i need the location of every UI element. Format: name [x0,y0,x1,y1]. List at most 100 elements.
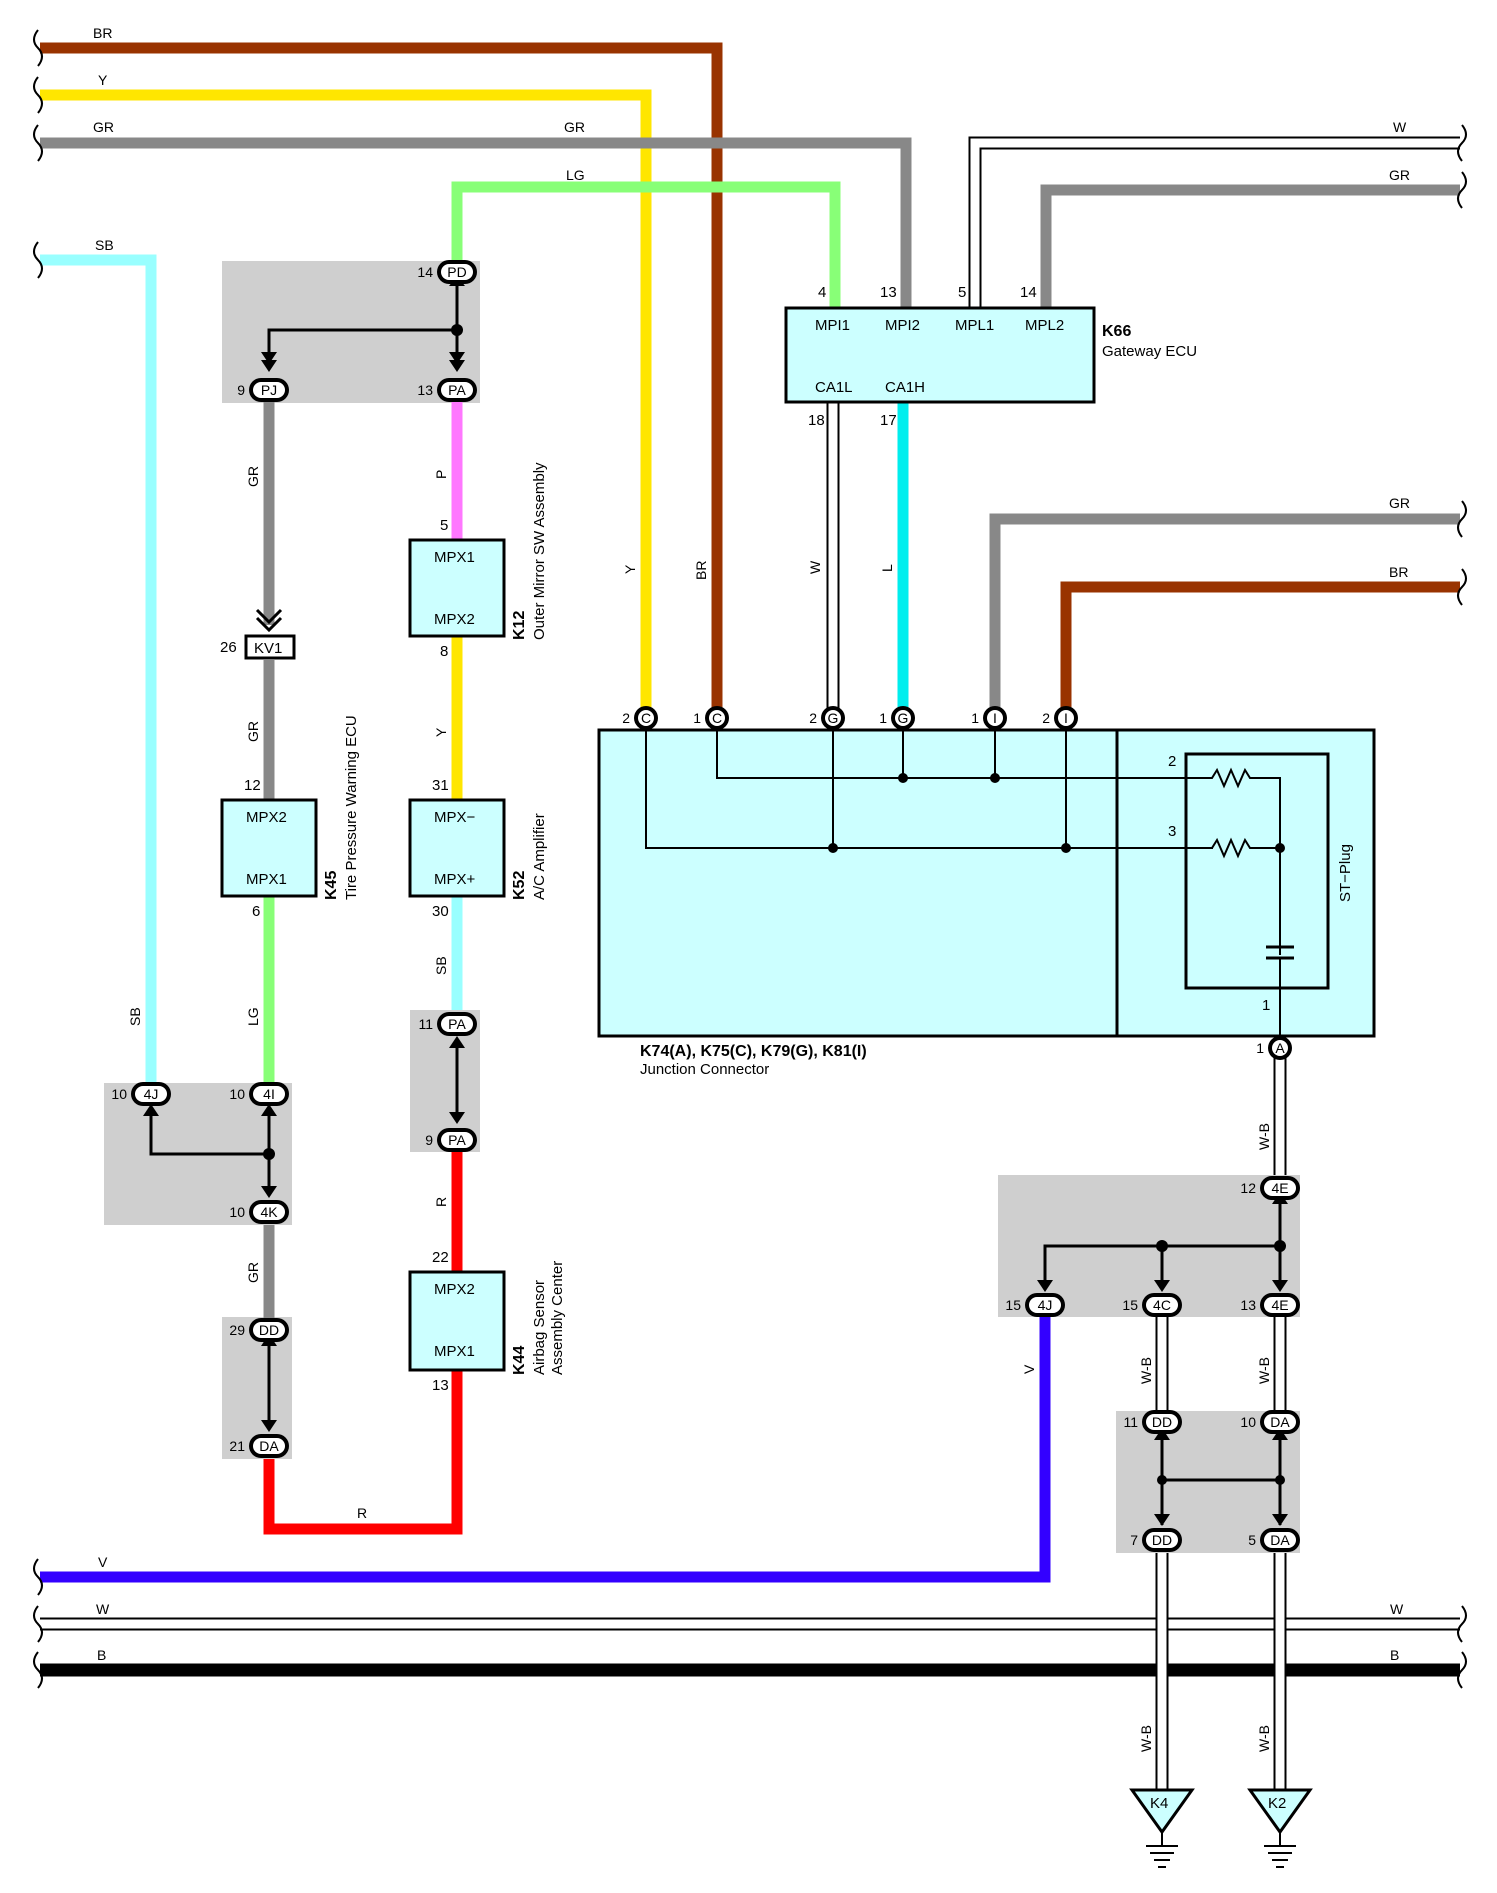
wl-v-lg: LG [245,1007,261,1026]
k45-pin-label-mpx1: MPX1 [246,871,287,888]
wl-top-y: Y [98,72,108,88]
connector-j4j-top: 4J 10 [111,1082,171,1106]
connector-id: DA [1270,1532,1290,1548]
k66-pin-label-mpi1: MPI1 [815,317,850,334]
k66-pin-label-mpi2: MPI2 [885,317,920,334]
wire-gr-mid-right [989,513,1460,716]
k12-pin-num-8: 8 [440,643,448,660]
k66-pin-num-14: 14 [1020,284,1037,301]
wl-v-gr3: GR [245,1262,261,1283]
connector-pin-number: 10 [229,1086,245,1102]
connector-dd3: DD7 [1130,1528,1182,1552]
wl-bot-b-right: B [1390,1647,1399,1663]
ground-k2-label: K2 [1268,1795,1286,1812]
connector-pin-number: 10 [111,1086,127,1102]
connector-id: PD [447,264,466,280]
connector-id: 4E [1271,1297,1288,1313]
connector-pin-number: 1 [693,710,701,726]
connector-pin-number: 14 [417,264,433,280]
connector-pin-number: 1 [879,710,887,726]
splice-dots [263,324,1286,1485]
connector-pin-number: 21 [229,1438,245,1454]
connector-id: 4J [144,1086,159,1102]
connector-pin-number: 2 [1042,710,1050,726]
k44-code: K44 [511,1346,528,1375]
wl-top-gr-mid: GR [564,119,585,135]
k66-code: K66 [1102,323,1131,340]
kv1-id: KV1 [254,640,282,657]
k52-ac-amplifier-box [408,798,506,898]
k66-pin-label-mpl1: MPL1 [955,317,994,334]
k66-pin-label-ca1h: CA1H [885,379,925,396]
wl-right-gr: GR [1389,167,1410,183]
connector-id: DD [259,1322,279,1338]
k45-pin-num-6: 6 [252,903,260,920]
res-pin-3: 3 [1168,823,1176,840]
k44-pin-label-mpx1: MPX1 [434,1343,475,1360]
k66-gateway-ecu-box [784,306,1096,404]
wire-lg-top [451,181,841,308]
k66-pin-label-ca1l: CA1L [815,379,853,396]
wire-gr-right [1040,184,1460,308]
connector-pin-number: 15 [1122,1297,1138,1313]
k45-code: K45 [323,871,340,900]
connector-id: C [712,710,722,726]
connector-da3: DA 5 [1248,1528,1300,1552]
wl-v-r: R [433,1197,449,1207]
connector-a1: A1 [1256,1036,1292,1060]
k52-pin-label-mpx-plus: MPX+ [434,871,476,888]
connector-id: DD [1152,1414,1172,1430]
wl-v-y2: Y [433,727,449,737]
wl-bot-v: V [98,1554,108,1570]
kv1-connector [244,634,296,660]
connector-pin-number: 12 [1240,1180,1256,1196]
connector-pin-number: 10 [1240,1414,1256,1430]
wire-sb-left [40,254,157,1083]
k66-pin-num-4: 4 [818,284,826,301]
connector-g2: G2 [809,706,845,730]
ground-k2: K2 [1247,1788,1313,1868]
connector-c1: C1 [693,706,729,730]
k12-outer-mirror-box [408,538,506,638]
k52-pin-num-30: 30 [432,903,449,920]
connector-pin-number: 1 [1256,1040,1264,1056]
k66-pin-num-18: 18 [808,412,825,429]
k12-name: Outer Mirror SW Assembly [531,462,548,640]
connector-id: A [1275,1040,1285,1056]
connector-id: G [898,710,909,726]
wire-y-top [40,89,652,716]
connector-pin-number: 9 [425,1132,433,1148]
connector-id: PJ [261,382,277,398]
st-plug-inner-box [1184,752,1330,990]
connector-pin-number: 29 [229,1322,245,1338]
connector-id: G [828,710,839,726]
connector-id: DA [1270,1414,1290,1430]
k44-airbag-sensor-box [408,1270,506,1372]
k45-name: Tire Pressure Warning ECU [343,715,360,900]
junction-internal-lines [645,730,1213,849]
k52-name: A/C Amplifier [531,813,548,900]
k45-pin-num-12: 12 [244,777,261,794]
connector-pin-number: 9 [237,382,245,398]
wl-v-br: BR [693,561,709,580]
k44-pin-label-mpx2: MPX2 [434,1281,475,1298]
wl-v-p: P [433,470,449,479]
k44-pin-num-13: 13 [432,1377,449,1394]
wl-v-wb3: W-B [1256,1357,1272,1384]
connector-pj: PJ 9 [237,378,289,402]
connector-id: C [641,710,651,726]
connector-pin-number: 5 [1248,1532,1256,1548]
wl-v-wb5: W-B [1256,1725,1272,1752]
connector-pin-number: 10 [229,1204,245,1220]
k52-pin-label-mpx-minus: MPX− [434,809,476,826]
k45-pin-label-mpx2: MPX2 [246,809,287,826]
connector-id: I [993,710,997,726]
wl-h-r: R [357,1505,367,1521]
wl-top-br: BR [93,25,112,41]
wl-v-wb1: W-B [1256,1123,1272,1150]
